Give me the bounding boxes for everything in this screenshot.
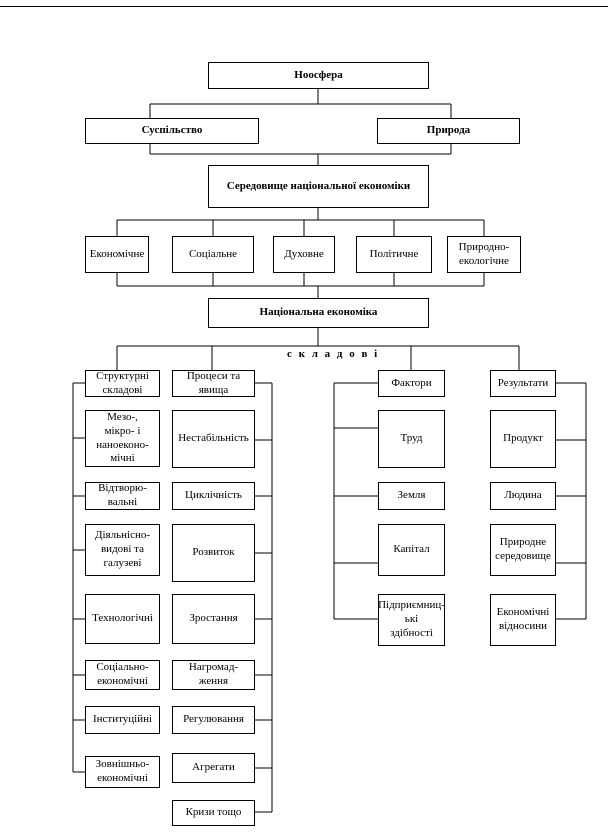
- factor-item: Труд: [378, 410, 445, 468]
- env-type-economic: Економічне: [85, 236, 149, 273]
- process-item: Зростання: [172, 594, 255, 644]
- national-economy-box: Національна економіка: [208, 298, 429, 328]
- process-item: Кризи тощо: [172, 800, 255, 826]
- structural-header: Структурні складові: [85, 370, 160, 397]
- factors-header: Фактори: [378, 370, 445, 397]
- env-type-spiritual: Духовне: [273, 236, 335, 273]
- environment-box: Середовище національної економіки: [208, 165, 429, 208]
- structural-item: Мезо-, мікро- і наноеконо- мічні: [85, 410, 160, 467]
- structural-item: Соціально- економічні: [85, 660, 160, 690]
- results-header: Результати: [490, 370, 556, 397]
- processes-header: Процеси та явища: [172, 370, 255, 397]
- top-rule: [0, 6, 608, 7]
- structural-item: Відтворю- вальні: [85, 482, 160, 510]
- process-item: Нагромад- ження: [172, 660, 255, 690]
- process-item: Розвиток: [172, 524, 255, 582]
- nature-box: Природа: [377, 118, 520, 144]
- structural-item: Зовнішньо- економічні: [85, 756, 160, 788]
- process-item: Циклічність: [172, 482, 255, 510]
- structural-item: Технологічні: [85, 594, 160, 644]
- components-label: с к л а д о в і: [287, 348, 380, 360]
- result-item: Природне середовище: [490, 524, 556, 576]
- noosphere-box: Ноосфера: [208, 62, 429, 89]
- process-item: Нестабільність: [172, 410, 255, 468]
- structural-item: Діяльнісно- видові та галузеві: [85, 524, 160, 576]
- process-item: Агрегати: [172, 753, 255, 783]
- factor-item: Капітал: [378, 524, 445, 576]
- factor-item: Підприємниц- ькі здібності: [378, 594, 445, 646]
- factor-item: Земля: [378, 482, 445, 510]
- structural-item: Інституційні: [85, 706, 160, 734]
- env-type-social: Соціальне: [172, 236, 254, 273]
- society-box: Суспільство: [85, 118, 259, 144]
- process-item: Регулювання: [172, 706, 255, 734]
- result-item: Економічні відносини: [490, 594, 556, 646]
- result-item: Людина: [490, 482, 556, 510]
- result-item: Продукт: [490, 410, 556, 468]
- env-type-ecological: Природно- екологічне: [447, 236, 521, 273]
- env-type-political: Політичне: [356, 236, 432, 273]
